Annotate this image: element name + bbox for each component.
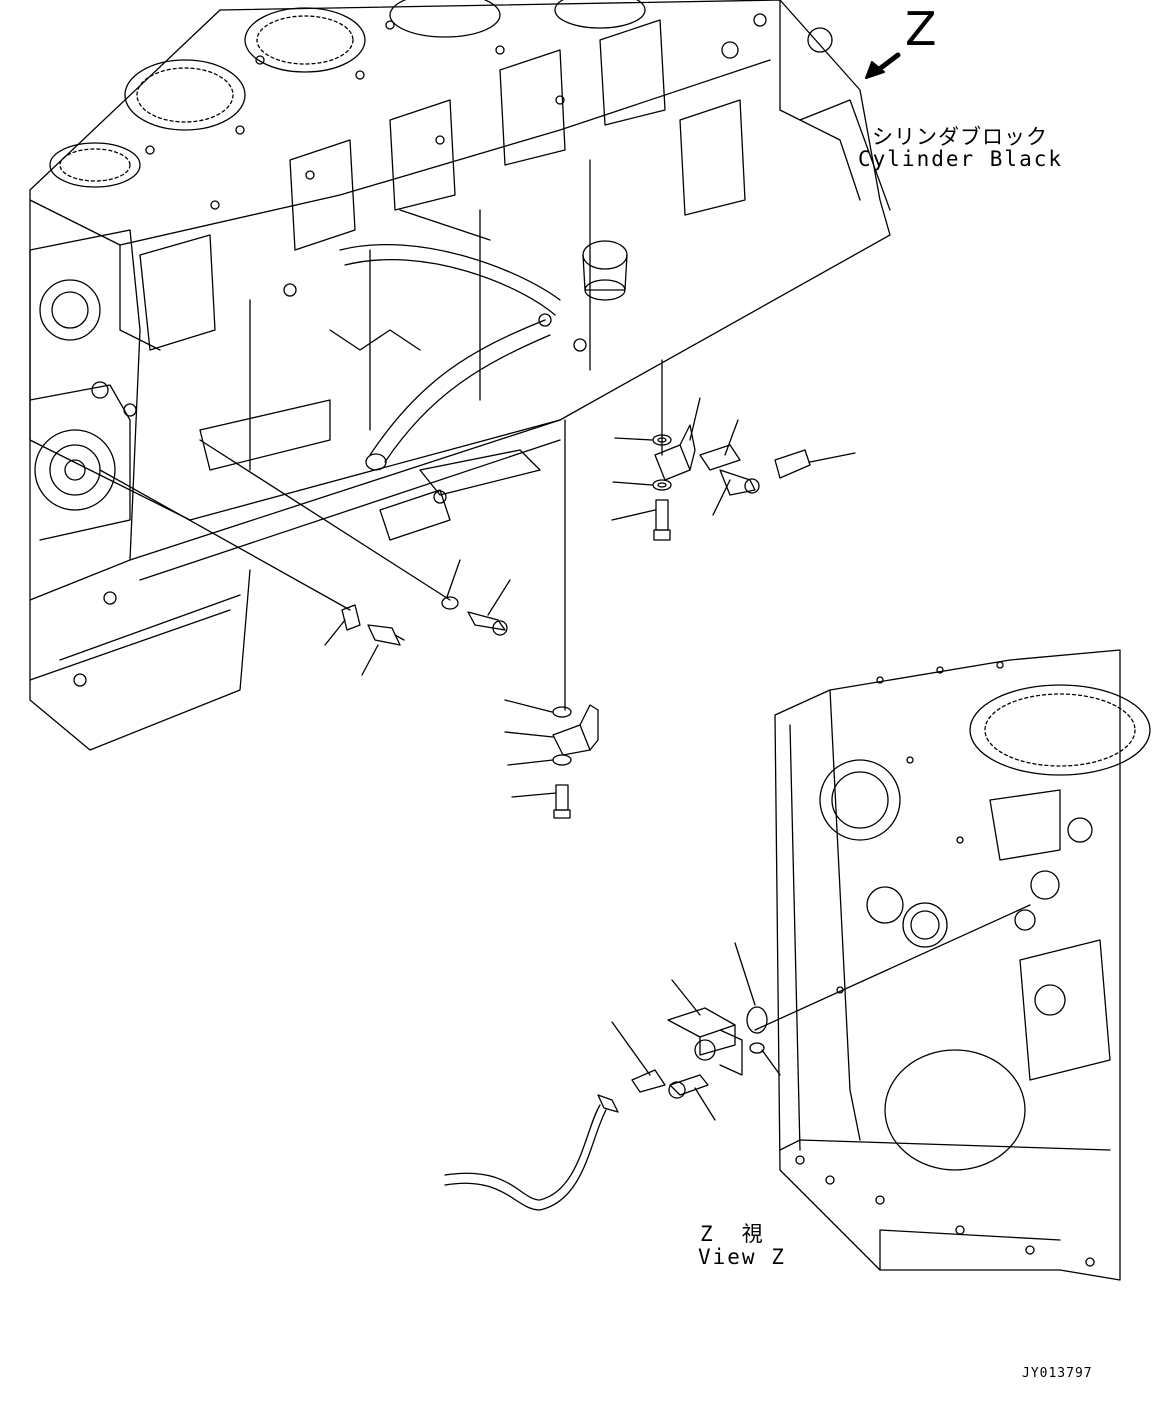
view-marker-letter: Z [905, 2, 937, 56]
assembly-center-lines [99, 359, 1031, 1031]
view-z-gear-case [774, 649, 1151, 1281]
cylinder-block-label-ja: シリンダブロック [872, 125, 1048, 149]
drawing-code: JY013797 [1022, 1366, 1093, 1381]
view-z-sensor-parts [444, 942, 781, 1211]
sensor-harness-parts [324, 397, 856, 819]
view-z-caption-en: View Z [698, 1245, 786, 1269]
cylinder-block-label-en: Cylinder Black [858, 147, 1064, 171]
view-z-arrow [865, 52, 901, 79]
view-z-caption-ja: Z 視 [700, 1222, 767, 1246]
cylinder-block [29, 0, 891, 751]
